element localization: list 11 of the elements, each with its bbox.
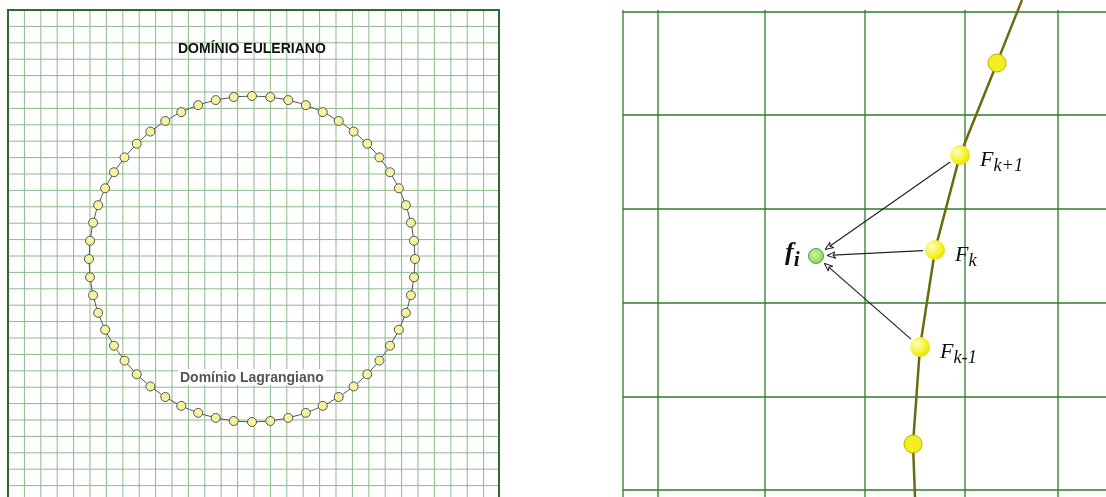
arrow — [824, 161, 951, 251]
arrow — [823, 262, 912, 340]
point-label: F$_{k+1}$ — [980, 146, 1024, 177]
domain-title: Domínio Lagrangiano — [178, 369, 326, 385]
lagrangian-point — [925, 240, 945, 260]
domain-title: DOMÍNIO EULERIANO — [178, 40, 326, 56]
lagrangian-point — [910, 337, 930, 357]
lagrangian-point — [950, 145, 970, 165]
point-label: f$_{i}$ — [785, 236, 800, 272]
eulerian-point — [808, 248, 824, 264]
arrow — [826, 250, 924, 259]
